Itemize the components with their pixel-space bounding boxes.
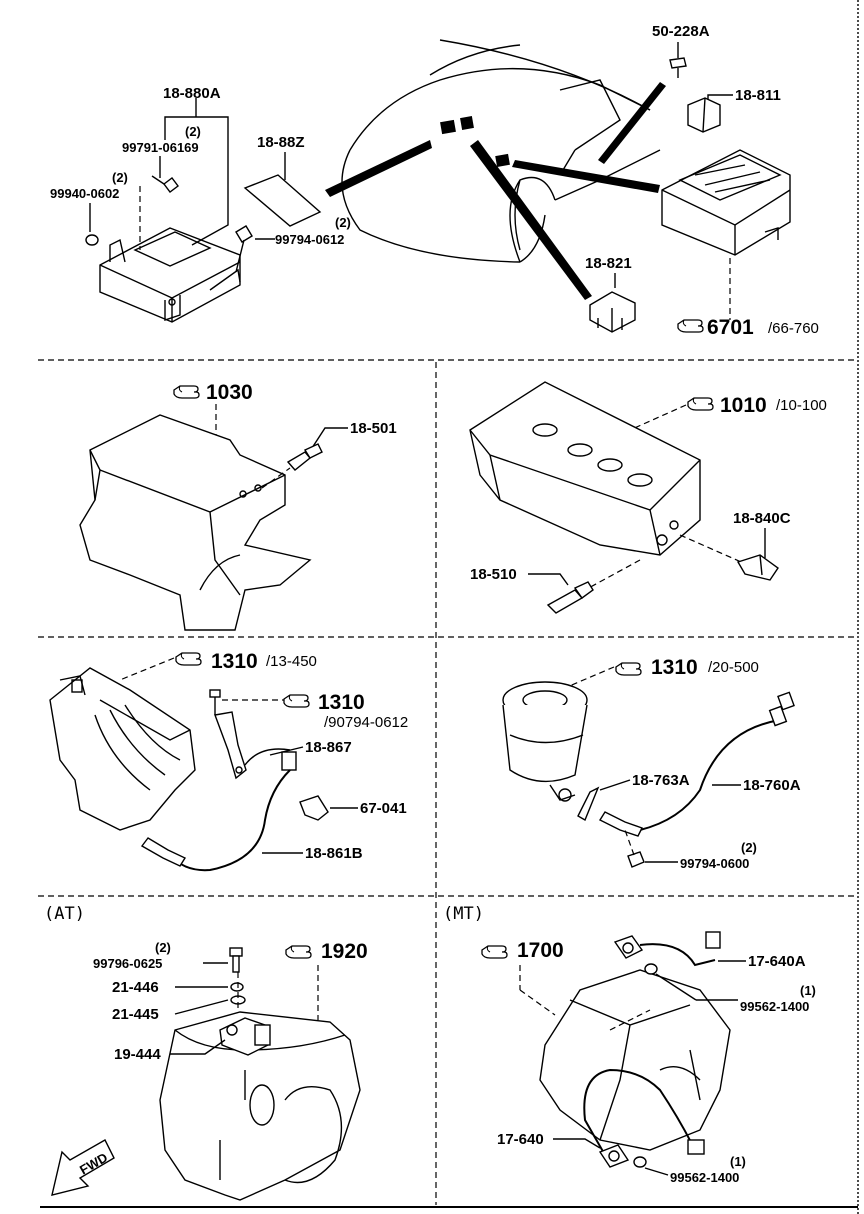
part-label-99794-0612: 99794-0612 [275, 232, 344, 247]
section-label-at: (AT) [44, 904, 85, 924]
washer-drawing [644, 963, 658, 975]
qty-label: (2) [112, 170, 128, 185]
bolt-drawing [209, 689, 221, 715]
relay-drawing [589, 291, 636, 333]
pointing-hand-icon [173, 385, 200, 399]
qty-label: (2) [155, 940, 171, 955]
reference-6701: 6701 [707, 316, 754, 339]
part-label-18-763A: 18-763A [632, 772, 690, 789]
clip-drawing [299, 795, 329, 821]
part-label-99562-1400: 99562-1400 [670, 1170, 739, 1185]
bracket-drawing [577, 786, 600, 822]
pointing-hand-icon [677, 319, 704, 333]
part-label-18-811: 18-811 [735, 87, 781, 104]
reference-suffix: /90794-0612 [324, 714, 408, 731]
qty-label: (2) [335, 215, 351, 230]
pointing-hand-icon [615, 662, 642, 676]
oxygen-sensor-drawing [140, 837, 187, 867]
reference-1920: 1920 [321, 940, 368, 963]
sensor-drawing [286, 443, 323, 471]
bolt-drawing [627, 851, 645, 868]
qty-label: (1) [800, 983, 816, 998]
pointing-hand-icon [285, 945, 312, 959]
part-label-18-861B: 18-861B [305, 845, 363, 862]
part-label-18-867: 18-867 [305, 739, 352, 756]
qty-label: (1) [730, 1154, 746, 1169]
section-label-mt: (MT) [443, 904, 484, 924]
part-label-21-445: 21-445 [112, 1006, 159, 1023]
part-label-17-640: 17-640 [497, 1131, 544, 1148]
reference-suffix: /66-760 [768, 320, 819, 337]
switch-drawing [598, 1144, 630, 1168]
washer-drawing [633, 1156, 647, 1168]
sensor-drawing [546, 581, 594, 614]
oxygen-sensor-drawing [598, 811, 643, 837]
part-label-18-840C: 18-840C [733, 510, 791, 527]
pointing-hand-icon [687, 397, 714, 411]
part-label-99794-0600: 99794-0600 [680, 856, 749, 871]
part-label-18-88Z: 18-88Z [257, 134, 305, 151]
part-label-21-446: 21-446 [112, 979, 159, 996]
reference-1310: 1310 [211, 650, 258, 673]
label-sticker-drawing [243, 174, 322, 227]
reference-suffix: /10-100 [776, 397, 827, 414]
bolt-drawing [229, 947, 243, 973]
engine-block-drawing [79, 414, 312, 631]
switch-drawing [613, 935, 644, 959]
part-label-18-821: 18-821 [585, 255, 632, 272]
part-label-99796-0625: 99796-0625 [93, 956, 162, 971]
vehicle-outline-drawing [341, 39, 661, 263]
pointing-hand-icon [283, 694, 310, 708]
pointing-hand-icon [175, 652, 202, 666]
intake-manifold-drawing [49, 667, 196, 831]
clip-drawing [669, 57, 687, 69]
part-label-99562-1400: 99562-1400 [740, 999, 809, 1014]
switch-drawing [219, 1017, 271, 1056]
qty-label: (2) [185, 124, 201, 139]
part-label-99940-0602: 99940-0602 [50, 186, 119, 201]
connector-drawing [687, 1139, 705, 1155]
part-label-19-444: 19-444 [114, 1046, 161, 1063]
transmission-mt-drawing [539, 969, 731, 1151]
sensor-drawing [736, 554, 779, 581]
reference-suffix: /13-450 [266, 653, 317, 670]
reference-1310: 1310 [651, 656, 698, 679]
connector-drawing [281, 751, 297, 771]
qty-label: (2) [741, 840, 757, 855]
part-label-18-760A: 18-760A [743, 777, 801, 794]
relay-drawing [687, 97, 721, 133]
nut-drawing [85, 234, 99, 246]
part-label-18-510: 18-510 [470, 566, 517, 583]
washer-drawing [230, 982, 244, 992]
part-label-18-880A: 18-880A [163, 85, 221, 102]
part-label-18-501: 18-501 [350, 420, 397, 437]
fwd-arrow-icon: FWD [51, 1139, 115, 1196]
reference-1030: 1030 [206, 381, 253, 404]
fuse-box-drawing [661, 149, 791, 256]
cylinder-head-drawing [469, 381, 701, 556]
part-label-67-041: 67-041 [360, 800, 407, 817]
pointing-hand-icon [481, 945, 508, 959]
catalytic-converter-drawing [502, 681, 588, 802]
reference-1310: 1310 [318, 691, 365, 714]
part-label-99791-06169: 99791-06169 [122, 140, 199, 155]
connector-drawing [705, 931, 721, 949]
reference-1700: 1700 [517, 939, 564, 962]
bracket-drawing [214, 711, 247, 780]
reference-suffix: /20-500 [708, 659, 759, 676]
reference-1010: 1010 [720, 394, 767, 417]
bolt-drawing [151, 175, 179, 193]
part-label-50-228A: 50-228A [652, 23, 710, 40]
connector-drawing [768, 705, 788, 727]
part-label-17-640A: 17-640A [748, 953, 806, 970]
control-module-drawing [99, 227, 241, 323]
bolt-drawing [235, 225, 253, 273]
